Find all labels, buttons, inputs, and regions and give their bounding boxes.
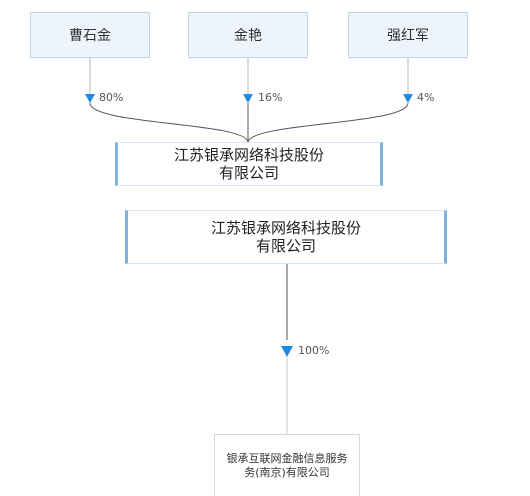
shareholder-name: 金艳 — [234, 28, 262, 44]
holding-percent: 80% — [99, 91, 124, 104]
subsidiary-name-line2: 务(南京)有限公司 — [244, 465, 330, 479]
arrow-holder-2 — [243, 94, 253, 103]
shareholder-node[interactable]: 强红军 — [348, 12, 468, 58]
company-name-line2: 有限公司 — [218, 164, 279, 182]
holding-percent: 16% — [258, 91, 283, 104]
arrow-holder-1 — [85, 94, 95, 103]
shareholder-node[interactable]: 曹石金 — [30, 12, 150, 58]
parent-company-node[interactable]: 江苏银承网络科技股份 有限公司 — [115, 142, 383, 186]
arrow-subsidiary — [281, 346, 293, 357]
shareholder-node[interactable]: 金艳 — [188, 12, 308, 58]
arrow-holder-3 — [403, 94, 413, 103]
subsidiary-node[interactable]: 银承互联网金融信息服务 务(南京)有限公司 — [214, 434, 360, 496]
subsidiary-name-line1: 银承互联网金融信息服务 — [226, 451, 348, 465]
shareholder-name: 曹石金 — [69, 28, 111, 44]
shareholder-name: 强红军 — [387, 28, 429, 44]
company-name-line1: 江苏银承网络科技股份 — [210, 219, 361, 237]
merge-curve-1 — [89, 102, 249, 143]
merge-curve-3 — [247, 102, 409, 143]
company-name-line1: 江苏银承网络科技股份 — [173, 146, 324, 164]
company-name-line2: 有限公司 — [255, 237, 316, 255]
subsidiary-percent: 100% — [298, 344, 330, 357]
holding-percent: 4% — [417, 91, 435, 104]
focus-company-node[interactable]: 江苏银承网络科技股份 有限公司 — [125, 210, 447, 264]
